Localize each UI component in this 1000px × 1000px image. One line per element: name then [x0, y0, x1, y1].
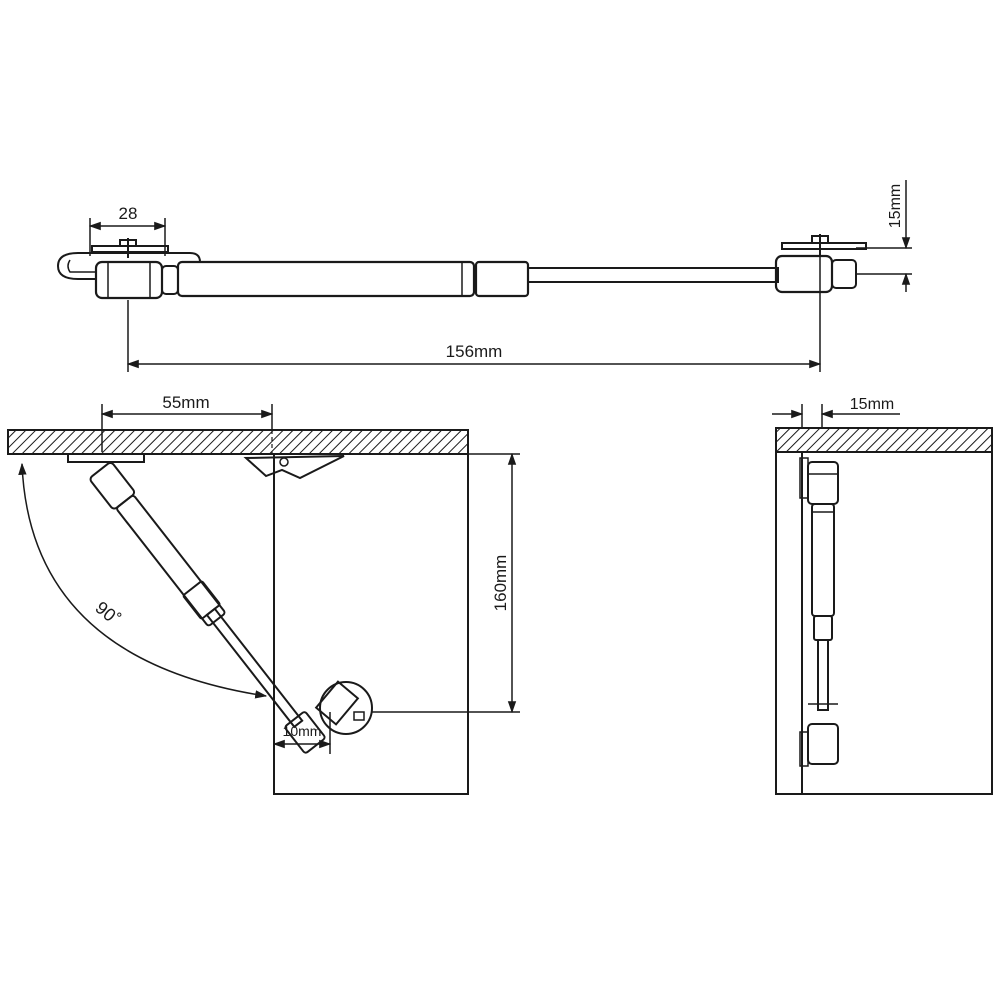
dimension-28: 28: [88, 204, 167, 256]
dim-15mm-side-label: 15mm: [850, 396, 894, 413]
dimension-15mm-side: 15mm: [772, 396, 900, 428]
dimension-15mm-top: 15mm: [856, 180, 912, 292]
dim-90-label: 90˚: [91, 597, 124, 629]
front-top-panel: [7, 429, 469, 455]
dimension-10mm: 10mm: [272, 712, 332, 754]
side-strut: [799, 457, 839, 767]
dim-156mm-label: 156mm: [446, 342, 503, 361]
side-cabinet-body: [775, 451, 993, 795]
strut-collar: [474, 260, 530, 298]
left-bracket-loop: [56, 252, 201, 280]
strut-cylinder: [176, 260, 476, 298]
left-end-fitting: [94, 260, 164, 300]
dim-160mm-label: 160mm: [491, 555, 510, 612]
right-end-fitting: [774, 254, 834, 294]
front-strut: [89, 461, 326, 754]
front-pivot: [319, 681, 373, 735]
dimension-156mm: 156mm: [126, 292, 822, 372]
piston-rod: [527, 267, 779, 283]
dimension-90-angle: 90˚: [18, 462, 268, 699]
dim-28-label: 28: [119, 204, 138, 223]
front-hinge: [243, 455, 345, 480]
cabinet-side-view: [775, 427, 993, 795]
dim-15mm-top-label: 15mm: [887, 184, 904, 228]
side-top-panel: [775, 427, 993, 453]
dim-55mm-label: 55mm: [162, 393, 209, 412]
strut-top-view: [56, 234, 867, 300]
dimension-160mm: 160mm: [468, 452, 520, 714]
dimension-55mm: 55mm: [100, 393, 274, 452]
dim-10mm-label: 10mm: [283, 723, 322, 739]
cabinet-front-view: [7, 429, 520, 795]
front-door-panel: [273, 453, 469, 795]
